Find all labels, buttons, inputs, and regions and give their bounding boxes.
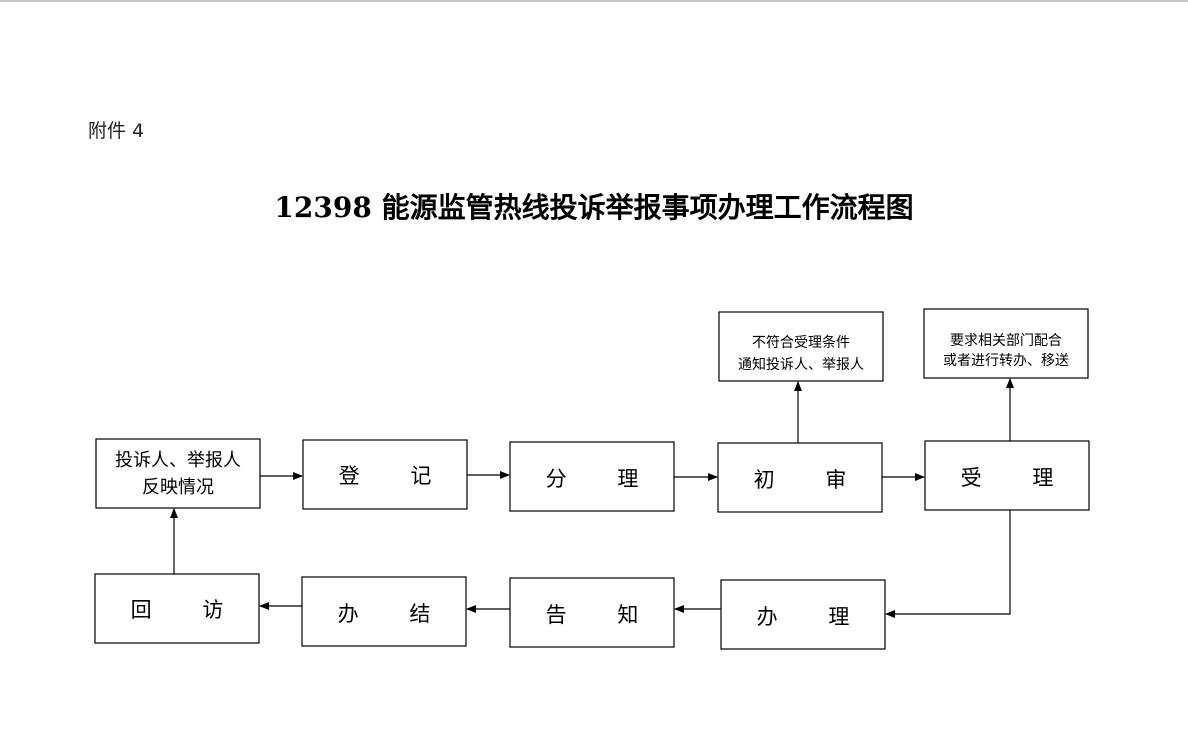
node-preliminary-review: 初 审	[717, 442, 883, 513]
transfer-note-line2: 或者进行转办、移送	[943, 353, 1069, 369]
node-dispatch: 分 理	[509, 441, 675, 512]
node-dispatch-label: 分 理	[546, 467, 661, 491]
reject-note-line1: 不符合受理条件	[752, 334, 850, 351]
node-notify: 告 知	[509, 577, 675, 648]
node-review-label: 初 审	[754, 468, 869, 492]
node-source: 投诉人、举报人 反映情况	[95, 438, 261, 509]
reject-note-line2: 通知投诉人、举报人	[738, 356, 864, 373]
page-title: 12398 能源监管热线投诉举报事项办理工作流程图	[274, 191, 914, 224]
node-notify-label: 告 知	[546, 603, 661, 627]
transfer-note-line1: 要求相关部门配合	[950, 333, 1062, 349]
node-revisit-label: 回 访	[131, 598, 246, 622]
node-accept-label: 受 理	[961, 466, 1076, 490]
attachment-label: 附件 4	[88, 120, 145, 142]
node-handle-label: 办 理	[757, 605, 872, 629]
node-source-line2: 反映情况	[142, 477, 214, 498]
node-reject-note: 不符合受理条件 通知投诉人、举报人	[718, 311, 884, 382]
node-close: 办 结	[301, 576, 467, 647]
node-accept: 受 理	[924, 440, 1090, 511]
node-register: 登 记	[302, 439, 468, 510]
node-handle: 办 理	[720, 579, 886, 650]
node-source-line1: 投诉人、举报人	[115, 450, 241, 471]
node-transfer-note: 要求相关部门配合 或者进行转办、移送	[923, 308, 1089, 379]
arrow-accept-to-handle	[885, 510, 1011, 618]
node-register-label: 登 记	[339, 464, 454, 488]
node-close-label: 办 结	[338, 602, 453, 626]
node-revisit: 回 访	[94, 573, 260, 644]
page-top-border	[0, 0, 1188, 2]
